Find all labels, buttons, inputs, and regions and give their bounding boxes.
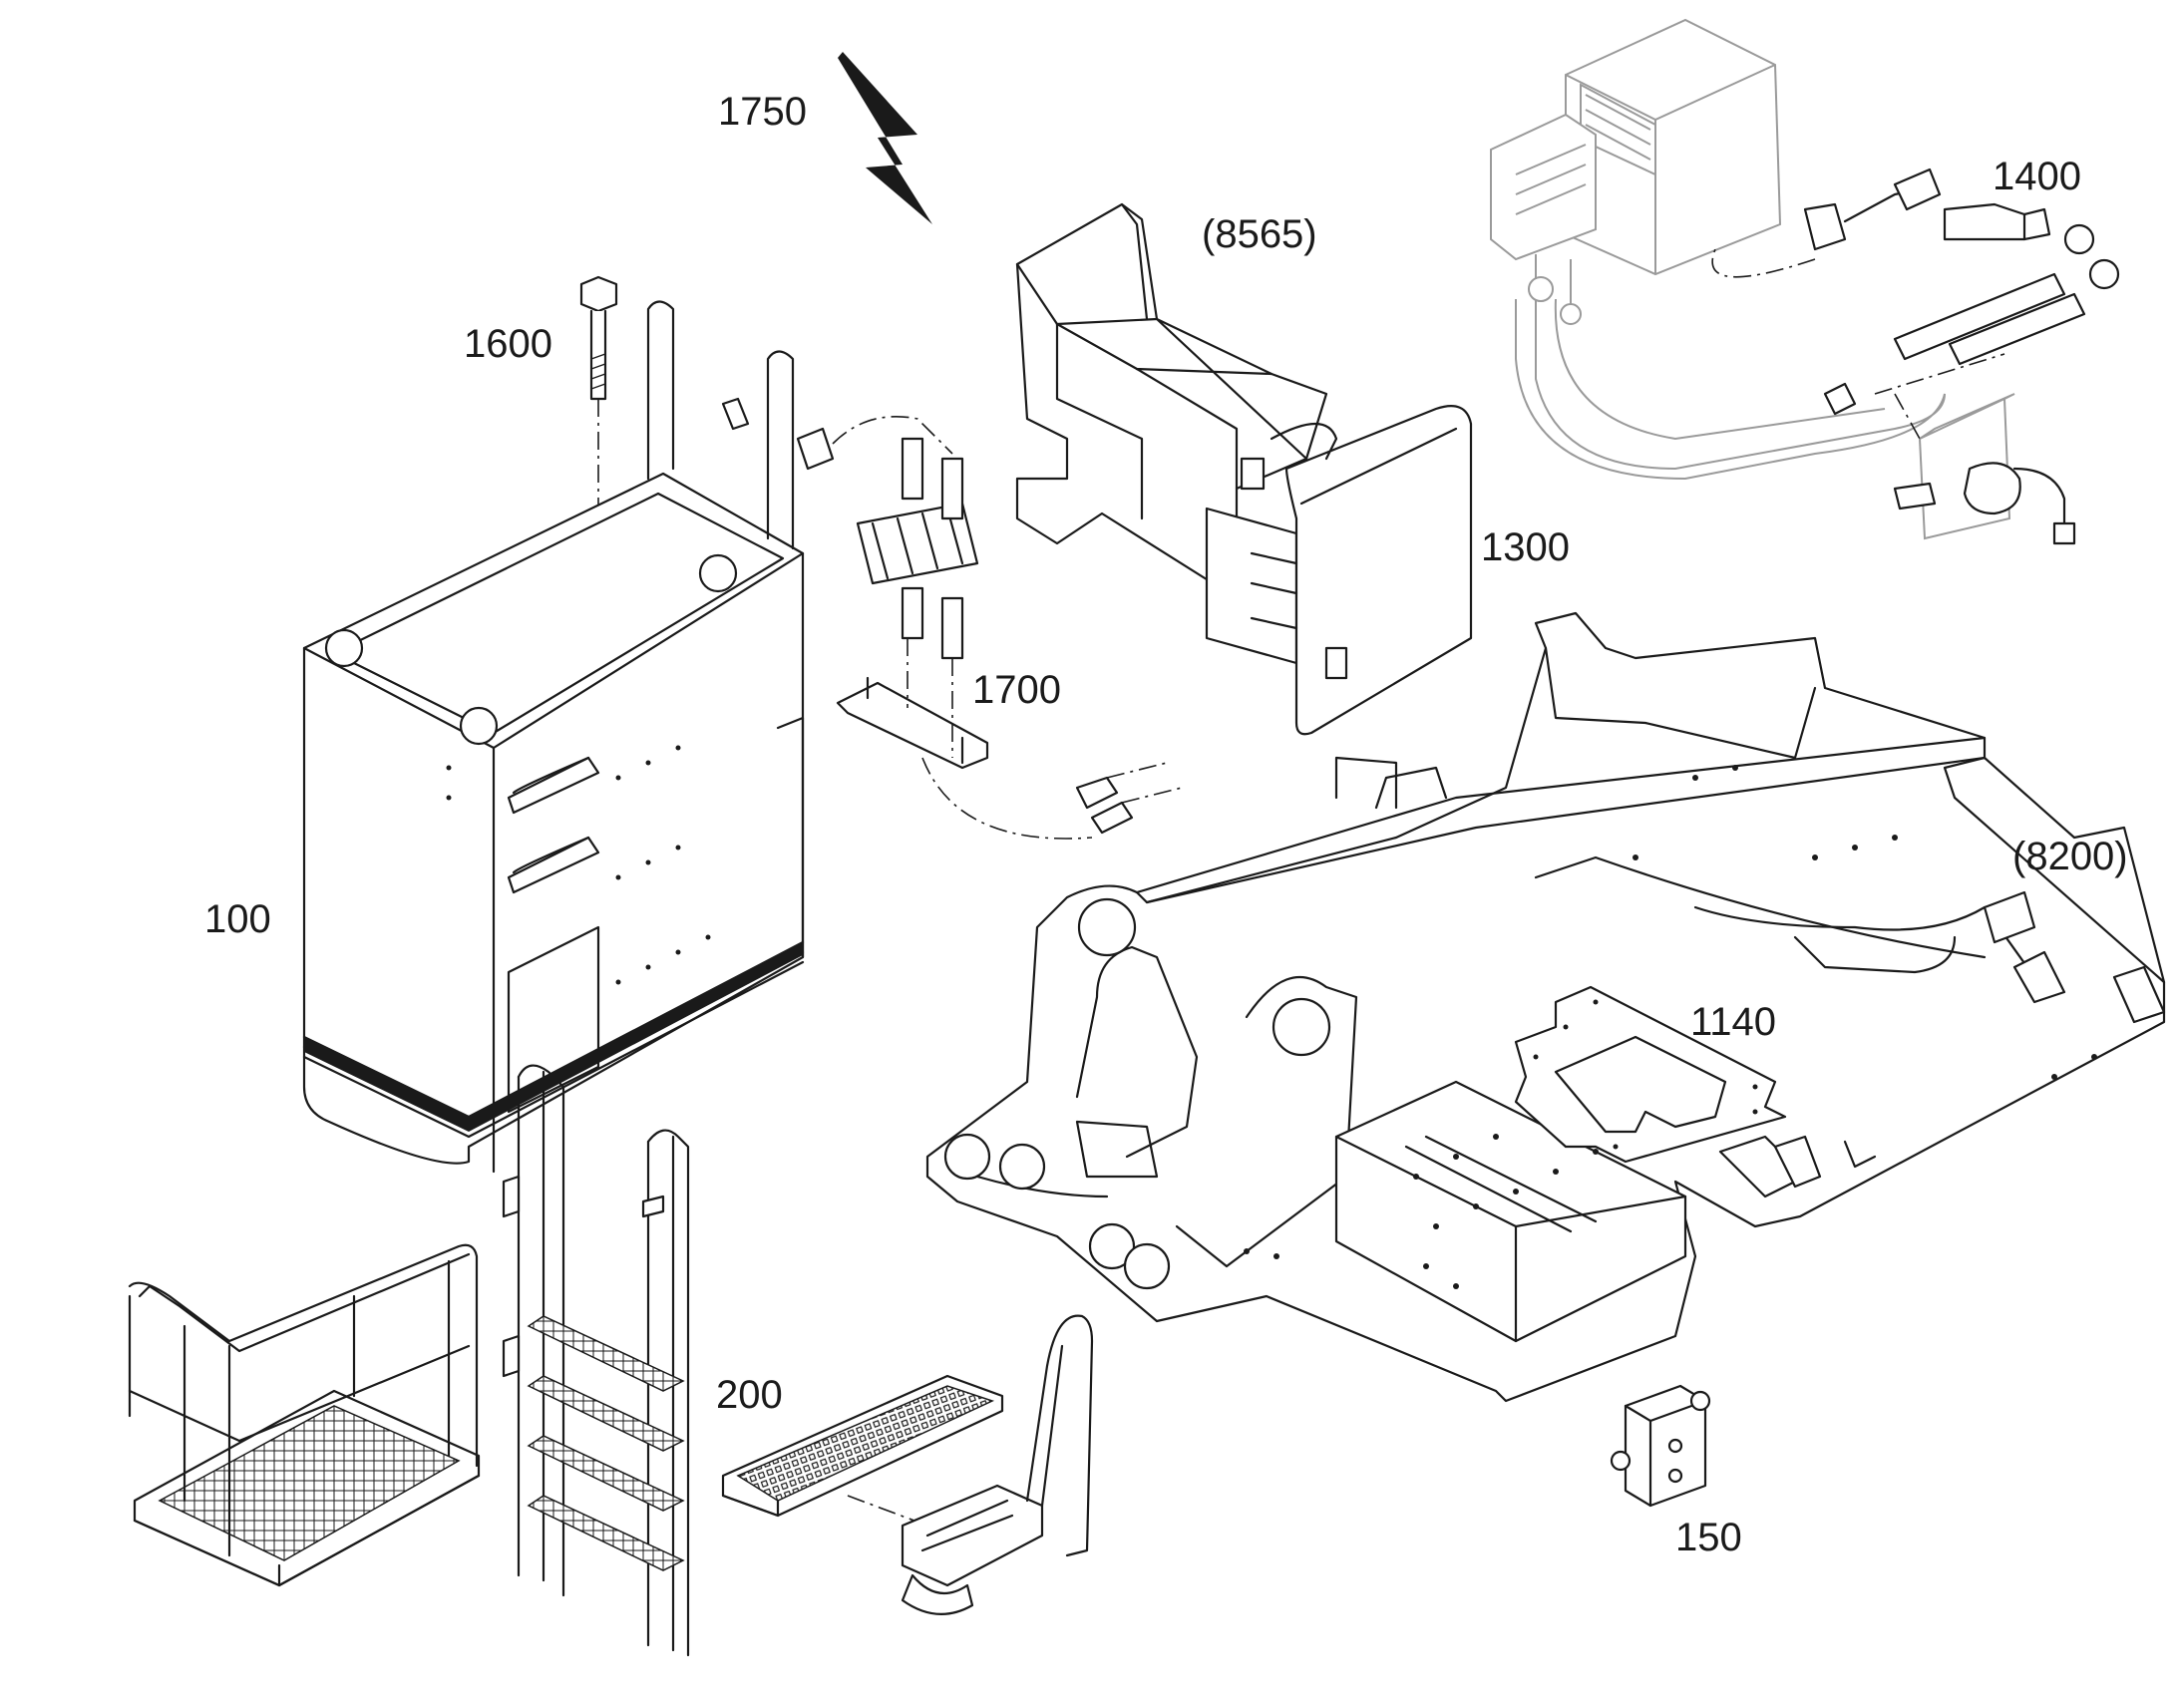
plate-1140 [1514,985,1787,1164]
part-label-1750: 1750 [718,90,807,134]
part-label-1400: 1400 [1993,155,2081,198]
bracket-150 [1610,1384,1711,1508]
ladder [502,1064,690,1657]
part-label-100: 100 [204,897,271,941]
part-label-1700: 1700 [972,668,1061,712]
part-label-200: 200 [716,1373,783,1417]
platform-railing [128,1243,481,1587]
lightning-arrow-icon [838,52,932,224]
connector-parts-1700 [721,397,1183,840]
part-label-8200: (8200) [2012,835,2128,878]
step-200 [721,1314,1094,1615]
console-cover-8565 [1015,202,1473,736]
part-label-150: 150 [1675,1516,1742,1559]
part-label-1300: 1300 [1481,525,1570,569]
part-label-8565: (8565) [1202,212,1317,256]
tank-100 [302,300,805,1174]
part-label-1600: 1600 [464,322,552,366]
part-label-1140: 1140 [1690,1000,1776,1044]
heater-unit-1400 [1490,18,2120,545]
main-frame-8200 [925,611,2166,1403]
bolt-1600 [579,275,618,518]
